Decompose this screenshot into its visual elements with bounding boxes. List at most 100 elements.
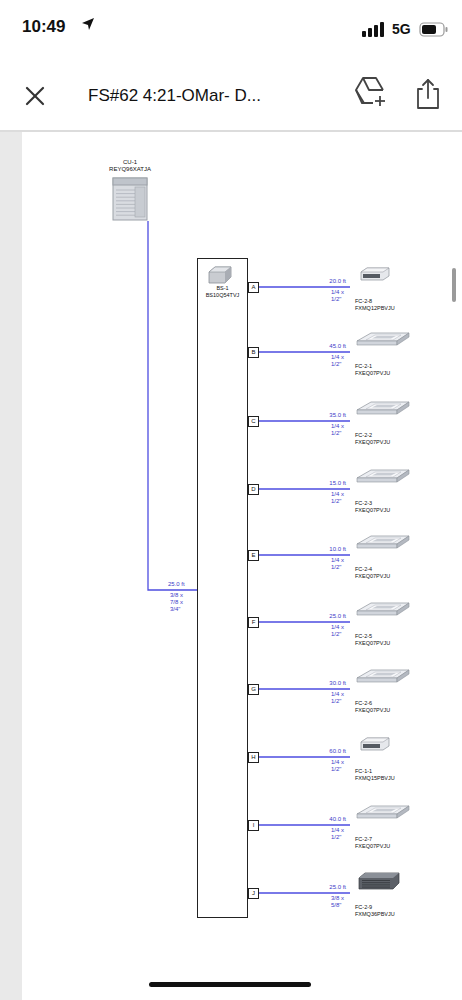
rect-part <box>368 28 372 37</box>
cassette-unit-icon <box>355 400 411 418</box>
pipe-size: 1/4 x 1/2" <box>331 624 349 638</box>
path-part <box>372 606 396 609</box>
unit-tag: FC-2-2 <box>355 432 411 439</box>
path-part <box>372 539 396 542</box>
pipe-length: 20.0 ft <box>296 278 346 285</box>
document-title: FS#62 4:21-OMar- D... <box>88 86 261 106</box>
path-part <box>357 410 397 414</box>
refrigerant-pipe <box>259 420 350 421</box>
document-page <box>22 132 462 1000</box>
unit-tag: FC-2-6 <box>355 700 411 707</box>
toolbar <box>0 60 462 132</box>
condensing-unit-icon <box>112 177 148 221</box>
refrigerant-pipe <box>259 892 350 893</box>
rect-part <box>446 27 448 32</box>
pipe-length: 40.0 ft <box>296 816 346 823</box>
pipe-size: 1/4 x 1/2" <box>331 491 349 505</box>
unit-tag: FC-2-8 <box>355 298 409 305</box>
rect-part <box>380 22 384 37</box>
model-number: FXEQ07PVJU <box>355 640 411 647</box>
rect-part <box>113 178 147 220</box>
path-part <box>366 404 401 409</box>
unit-text-block: FC-2-8FXMQ12PBVJU <box>355 298 409 312</box>
rect-part <box>374 25 378 37</box>
path-part <box>361 268 389 272</box>
cassette-unit-icon <box>355 668 411 686</box>
port-letter: C <box>249 417 258 426</box>
unit-text-block: FC-2-6FXEQ07PVJU <box>355 700 411 714</box>
refrigerant-pipe <box>259 756 350 757</box>
model-number: FXEQ07PVJU <box>355 707 411 714</box>
port-box: D <box>248 484 259 495</box>
model-number: FXMQ36PBVJU <box>355 911 409 918</box>
path-part <box>372 336 396 339</box>
pipe-length: 30.0 ft <box>296 680 346 687</box>
rect-part <box>363 744 380 748</box>
path-part <box>357 678 397 682</box>
indoor-unit: FC-2-1FXEQ07PVJU <box>350 331 413 377</box>
pipe-length: 25.0 ft <box>168 581 185 588</box>
pipe-size: 1/4 x 1/2" <box>331 423 349 437</box>
path-part <box>363 78 383 90</box>
share-icon <box>418 80 438 108</box>
unit-text-block: FC-2-2FXEQ07PVJU <box>355 432 411 446</box>
cassette-unit-icon <box>355 601 411 619</box>
refrigerant-pipe <box>259 286 350 287</box>
line-part <box>362 880 390 881</box>
port-box: J <box>248 888 259 899</box>
path-part <box>356 90 373 103</box>
port-box: B <box>248 347 259 358</box>
port-box: F <box>248 617 259 628</box>
pipe-length: 35.0 ft <box>296 412 346 419</box>
path-part <box>357 611 397 615</box>
toolbar-shadow <box>0 130 462 132</box>
pipe-length: 45.0 ft <box>296 343 346 350</box>
pipe-size: 1/4 x 1/2" <box>331 691 349 705</box>
branch-selector-box: BS-1BS10Q54TVJABCDEFGHIJ <box>197 258 248 918</box>
refrigerant-pipe <box>259 351 350 352</box>
pipe-size: 1/4 x 1/2" <box>331 759 349 773</box>
unit-text-block: FC-2-5FXEQ07PVJU <box>355 633 411 647</box>
line-part <box>362 887 390 888</box>
port-box: A <box>248 282 259 293</box>
path-part <box>366 808 401 813</box>
path-part <box>372 405 396 408</box>
path-part <box>225 267 231 283</box>
path-part <box>357 341 397 345</box>
unit-tag: FC-1-1 <box>355 768 409 775</box>
port-letter: D <box>249 485 258 494</box>
path-part <box>356 78 383 103</box>
path-part <box>366 335 401 340</box>
port-box: G <box>248 684 259 695</box>
indoor-unit: FC-2-7FXEQ07PVJU <box>350 804 413 850</box>
indoor-unit: FC-2-9FXMQ36PBVJU <box>350 872 411 918</box>
cassette-unit-icon <box>355 331 411 349</box>
port-letter: H <box>249 753 258 762</box>
line-part <box>27 88 43 104</box>
battery-icon <box>420 23 448 36</box>
location-arrow <box>82 18 94 30</box>
pipe-length: 25.0 ft <box>296 884 346 891</box>
cassette-unit-icon <box>355 468 411 486</box>
line-part <box>375 100 385 102</box>
clock: 10:49 <box>22 17 65 37</box>
viewer-ground <box>0 132 462 1000</box>
drive-add-icon <box>356 78 385 106</box>
port-letter: E <box>249 551 258 560</box>
indoor-unit: FC-2-5FXEQ07PVJU <box>350 601 413 647</box>
port-letter: B <box>249 348 258 357</box>
unit-tag: FC-2-1 <box>355 363 411 370</box>
ducted-unit-icon <box>353 266 409 284</box>
path-part <box>423 80 433 85</box>
model-number: FXEQ07PVJU <box>355 573 411 580</box>
refrigerant-pipe <box>259 688 350 689</box>
path-part <box>361 268 389 280</box>
path-part <box>357 478 397 482</box>
rect-part <box>362 31 366 37</box>
line-part <box>427 80 429 98</box>
branch-selector-icon <box>207 265 233 285</box>
model-number: BS10Q54TVJ <box>198 292 247 299</box>
model-number: FXEQ07PVJU <box>355 439 411 446</box>
model-number: FXEQ07PVJU <box>355 370 411 377</box>
